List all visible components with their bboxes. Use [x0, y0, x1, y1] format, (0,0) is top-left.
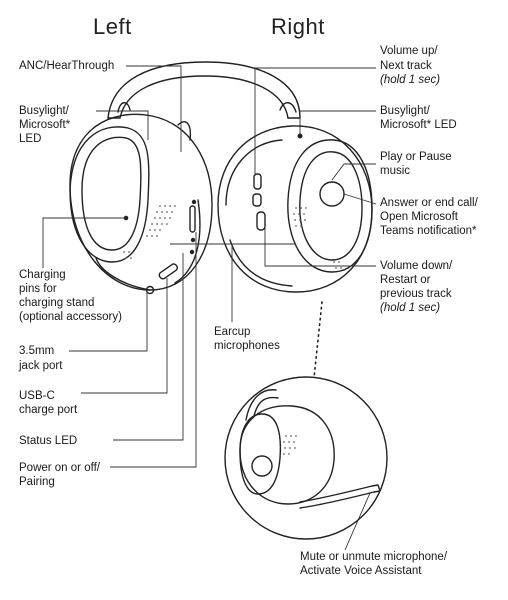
zoom-detail: [224, 376, 388, 540]
label-vol-up-2: Next track: [380, 60, 432, 72]
label-jack-2: jack port: [19, 360, 63, 372]
label-earcup-1: Earcup: [214, 326, 251, 338]
label-vol-up-1: Volume up/: [380, 45, 438, 57]
label-charging-2: pins for: [19, 283, 57, 295]
label-usbc-1: USB-C: [19, 390, 55, 402]
label-usbc-2: charge port: [19, 404, 78, 416]
headband: [107, 61, 301, 119]
left-earcup-face: [69, 126, 150, 263]
label-busylight-left-2: Microsoft*: [19, 119, 71, 131]
label-play-2: music: [380, 165, 411, 177]
label-anc-hearthrough: ANC/HearThrough: [19, 60, 115, 72]
label-busylight-left-1: Busylight/: [19, 105, 69, 117]
right-earcup-face: [287, 139, 373, 273]
label-mute-2: Activate Voice Assistant: [300, 565, 422, 577]
label-vol-up-3: (hold 1 sec): [380, 74, 441, 86]
label-charging-4: (optional accessory): [19, 311, 122, 323]
label-power-1: Power on or off/: [19, 462, 100, 474]
heading-left: Left: [93, 14, 132, 39]
label-answer-1: Answer or end call/: [380, 197, 478, 209]
label-play-1: Play or Pause: [380, 151, 452, 163]
label-vol-down-2: Restart or: [380, 274, 431, 286]
label-vol-down-1: Volume down/: [380, 260, 453, 272]
label-busylight-left-3: LED: [19, 133, 42, 145]
left-earcup-shell: [69, 113, 213, 291]
label-charging-1: Charging: [19, 269, 66, 281]
label-busylight-right-2: Microsoft* LED: [380, 119, 457, 131]
label-vol-down-3: previous track: [380, 288, 452, 300]
label-answer-3: Teams notification*: [380, 225, 477, 237]
heading-right: Right: [271, 14, 325, 39]
label-power-2: Pairing: [19, 476, 55, 488]
label-vol-down-4: (hold 1 sec): [380, 302, 441, 314]
label-status-led: Status LED: [19, 435, 78, 447]
label-jack-1: 3.5mm: [19, 345, 55, 357]
label-mute-1: Mute or unmute microphone/: [300, 551, 448, 563]
label-earcup-2: microphones: [214, 340, 280, 352]
label-answer-2: Open Microsoft: [380, 211, 458, 223]
label-busylight-right-1: Busylight/: [380, 105, 430, 117]
label-charging-3: charging stand: [19, 297, 95, 309]
